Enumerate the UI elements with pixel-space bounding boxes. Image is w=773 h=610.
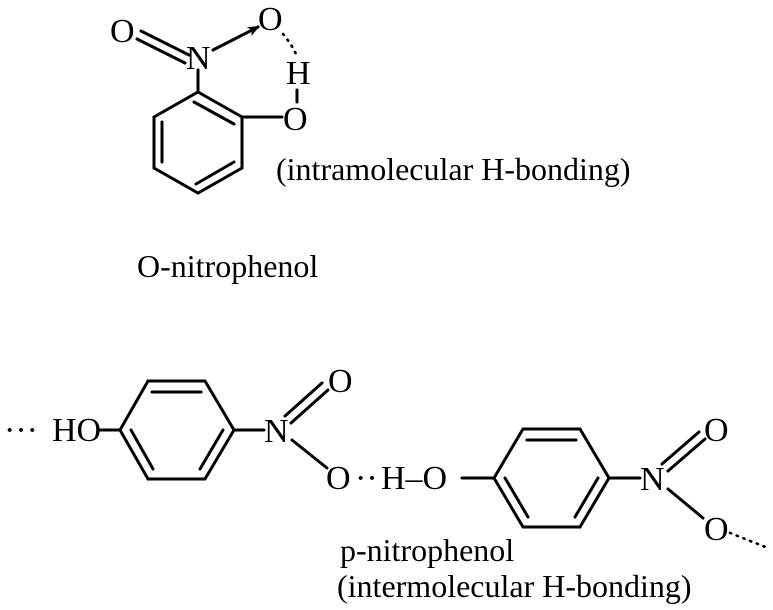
ortho-n-o-double-bond-a [139, 29, 191, 57]
ortho-name-label: O-nitrophenol [137, 248, 318, 284]
para-bridge-h-o: H–O [381, 460, 447, 497]
para-right-ring-inner-bond-2 [573, 476, 600, 519]
para-right-n-o-double-bond-a [660, 430, 701, 466]
para-right-n-o-double-bond-b [666, 437, 707, 473]
para-left-atom-o-bottom: O [326, 460, 351, 497]
ortho-n-o-arrow [211, 25, 260, 52]
ortho-atom-n: N [186, 40, 211, 77]
para-left-benzene-ring [118, 379, 236, 481]
para-right-n-o-single-bond [666, 487, 705, 520]
ortho-atom-o-arrow: O [258, 1, 283, 38]
ortho-ring-inner-bond-1 [192, 100, 236, 126]
ortho-atom-o-phenol: O [283, 101, 308, 138]
ortho-benzene-ring [152, 90, 244, 195]
para-nitrophenol-right-molecule: N O O [492, 412, 770, 550]
para-left-n-o-double-bond-b [289, 388, 330, 425]
ortho-atom-o-double: O [110, 13, 135, 50]
para-intermolecular-bridge: ·· H–O [355, 460, 496, 497]
para-left-n-o-double-bond-a [283, 381, 324, 418]
para-bonding-note: (intermolecular H-bonding) [337, 568, 692, 604]
para-nitrophenol-left-molecule: ··· HO N O O [4, 363, 353, 497]
ortho-n-o-double-bond-b [135, 37, 187, 65]
para-right-ring-inner-bond-3 [503, 476, 530, 519]
para-left-atom-n: N [264, 413, 289, 450]
ortho-nitrophenol-structure: O N O H O (intramolecular H-bonding) O-n… [110, 1, 631, 284]
ortho-bonding-note: (intramolecular H-bonding) [276, 151, 631, 187]
para-name-label: p-nitrophenol [340, 532, 514, 568]
ortho-hydrogen-bond-dots [281, 32, 298, 56]
para-right-benzene-ring [492, 427, 611, 529]
para-right-atom-o-bottom: O [704, 511, 729, 548]
ortho-atom-h: H [286, 55, 311, 92]
para-left-ring-inner-bond-2 [198, 428, 225, 471]
para-right-atom-n: N [640, 461, 665, 498]
para-right-atom-o-top: O [704, 412, 729, 449]
ortho-ring-inner-bond-2 [194, 160, 236, 186]
para-left-chain-dots: ··· [4, 412, 38, 449]
para-bridge-dots: ·· [355, 460, 378, 497]
para-right-trailing-hbond-dots [728, 531, 770, 550]
para-left-atom-o-top: O [328, 363, 353, 400]
para-left-ring-inner-bond-3 [129, 428, 155, 471]
para-left-n-o-single-bond [290, 438, 329, 470]
para-left-ho-label: HO [52, 412, 101, 449]
